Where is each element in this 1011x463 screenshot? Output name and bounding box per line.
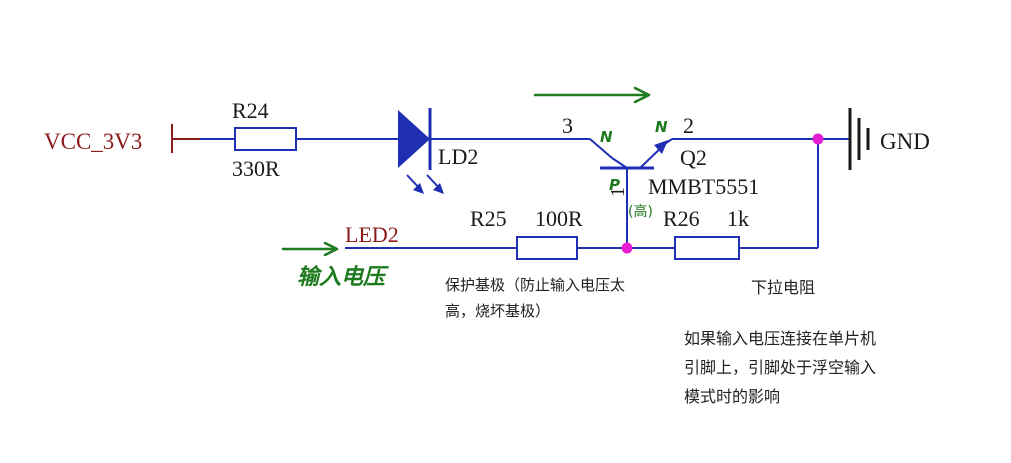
note-floating-line3: 模式时的影响 bbox=[684, 387, 781, 406]
junction-gnd bbox=[812, 133, 824, 145]
led-triangle bbox=[398, 110, 430, 168]
pen-input-voltage: 输入电压 bbox=[297, 264, 389, 290]
q2-ref: Q2 bbox=[680, 145, 707, 170]
note-floating-line1: 如果输入电压连接在单片机 bbox=[684, 329, 877, 348]
input-arrow-icon bbox=[281, 241, 339, 257]
r24-body bbox=[234, 127, 297, 151]
r24-resistor: R24 330R bbox=[232, 98, 297, 181]
gnd-port: GND bbox=[848, 108, 930, 170]
r26-ref: R26 bbox=[663, 206, 700, 231]
q2-pin1: 1 bbox=[607, 187, 629, 197]
note-r25-line2: 高，烧坏基极） bbox=[445, 302, 551, 320]
pen-p-base: P bbox=[609, 176, 620, 194]
r25-body bbox=[516, 236, 578, 260]
note-floating-line2: 引脚上，引脚处于浮空输入 bbox=[684, 358, 877, 377]
pen-n-collector: N bbox=[600, 128, 613, 146]
note-r25-line1: 保护基极（防止输入电压太 bbox=[445, 276, 626, 294]
led-light-arrows-icon bbox=[406, 174, 444, 194]
r24-ref: R24 bbox=[232, 98, 269, 123]
q2-part: MMBT5551 bbox=[648, 174, 759, 199]
led2-net-label: LED2 bbox=[345, 222, 399, 247]
junction-base bbox=[621, 242, 633, 254]
note-r26-pulldown: 下拉电阻 bbox=[751, 278, 816, 297]
current-arrow-top-icon bbox=[533, 86, 651, 104]
r26-resistor: R26 1k bbox=[663, 206, 749, 260]
pen-n-emitter: N bbox=[655, 118, 668, 136]
top-net bbox=[200, 138, 850, 159]
gnd-label: GND bbox=[880, 129, 930, 154]
r24-value: 330R bbox=[232, 156, 280, 181]
r25-value: 100R bbox=[535, 206, 583, 231]
vcc-label: VCC_3V3 bbox=[44, 129, 142, 154]
r25-ref: R25 bbox=[470, 206, 507, 231]
r26-value: 1k bbox=[727, 206, 749, 231]
pen-base-high: (高) bbox=[628, 203, 653, 220]
r26-body bbox=[674, 236, 740, 260]
handwritten-annotations: N N P (高) 输入电压 bbox=[281, 86, 668, 290]
q2-emitter-arrow-icon bbox=[654, 140, 668, 154]
q2-transistor: 3 2 1 Q2 MMBT5551 bbox=[562, 113, 759, 247]
ld2-ref: LD2 bbox=[438, 144, 478, 169]
q2-pin2: 2 bbox=[683, 113, 694, 138]
vcc-port: VCC_3V3 bbox=[44, 124, 200, 154]
q2-collector bbox=[611, 157, 628, 169]
bottom-net: LED2 bbox=[345, 222, 818, 249]
wire-q2-pin3 bbox=[589, 138, 613, 159]
r25-resistor: R25 100R bbox=[470, 206, 583, 260]
ld2-led: LD2 bbox=[398, 108, 478, 194]
q2-pin3: 3 bbox=[562, 113, 573, 138]
